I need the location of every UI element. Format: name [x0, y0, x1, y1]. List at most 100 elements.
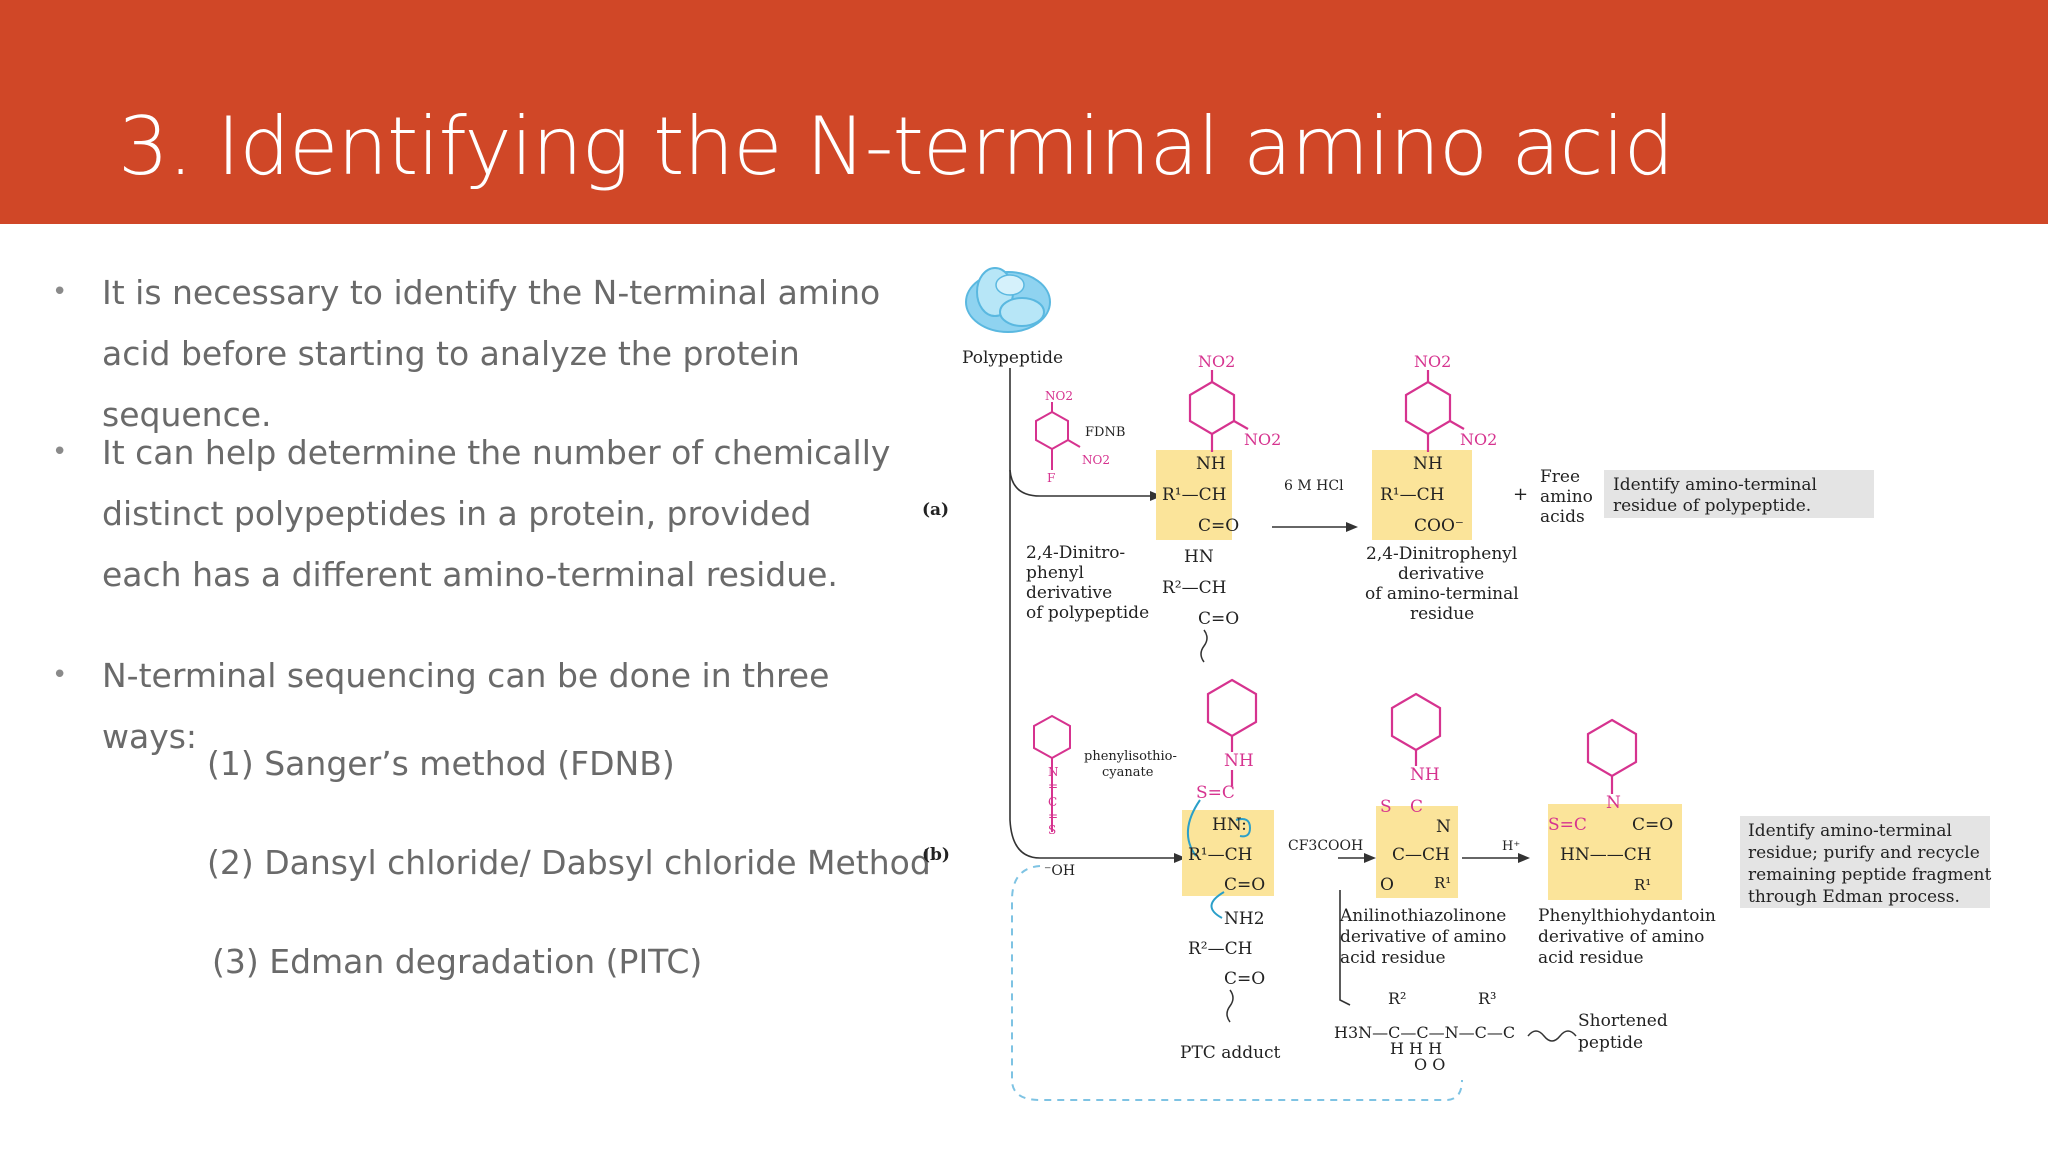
- oxygen-row: O O: [1414, 1055, 1445, 1074]
- phenyl-ring-icon: [1586, 718, 1638, 794]
- r2-ch-label: R²—CH: [1188, 939, 1252, 959]
- r1-label: R¹: [1434, 874, 1451, 892]
- arrow-heads: [1150, 491, 1530, 863]
- dinitrophenyl-ring-icon: [1188, 370, 1249, 452]
- caption-line: of polypeptide: [1026, 603, 1149, 623]
- caption-line: Anilinothiazolinone: [1339, 906, 1506, 926]
- nh-label: NH: [1224, 751, 1254, 771]
- method-item: (2) Dansyl chloride/ Dabsyl chloride Met…: [207, 843, 931, 882]
- page-title: 3. Identifying the N-terminal amino acid: [118, 100, 1674, 193]
- phenylthio-caption: Phenylthiohydantoin derivative of amino …: [1538, 906, 1716, 968]
- nh-label: NH: [1410, 765, 1440, 785]
- caption-line: of amino-terminal: [1365, 584, 1519, 604]
- highlight-box: [1548, 804, 1682, 900]
- free-amino-acids-label: Free amino acids: [1540, 467, 1593, 527]
- bullet-text: It is necessary to identify the N-termin…: [102, 273, 881, 434]
- caption-line: derivative: [1398, 564, 1484, 584]
- chain-atom: =: [1048, 809, 1058, 823]
- r1-ch-label: R¹—CH: [1162, 485, 1226, 505]
- pitc-label: phenylisothio- cyanate: [1084, 749, 1177, 780]
- carbonyl-label: C=O: [1224, 875, 1265, 895]
- title-banner: 3. Identifying the N-terminal amino acid: [0, 0, 2048, 224]
- highlight-box: [1182, 810, 1274, 896]
- hn-label: HN: [1184, 547, 1214, 567]
- polypeptide-label: Polypeptide: [962, 348, 1063, 368]
- r3-label: R³: [1478, 989, 1496, 1008]
- chain-atom: =: [1048, 779, 1058, 793]
- c-o-label: C=O: [1632, 815, 1673, 835]
- s-c-label: S=C: [1548, 815, 1587, 835]
- no2-label: NO2: [1045, 389, 1073, 403]
- nh2-label: NH2: [1224, 909, 1265, 929]
- chain-atom: N: [1048, 765, 1059, 779]
- caption-line: cyanate: [1102, 765, 1154, 780]
- nh-label: NH: [1196, 454, 1226, 474]
- shortened-peptide-label: Shortened peptide: [1578, 1011, 1668, 1053]
- caption-line: acids: [1540, 507, 1585, 527]
- carbonyl-label: C=O: [1224, 969, 1265, 989]
- ptc-adduct-label: PTC adduct: [1180, 1043, 1281, 1063]
- hydrogen-row: H H H: [1390, 1039, 1442, 1058]
- nitrogen-label: N: [1606, 793, 1621, 813]
- electron-arrow-icon: [1210, 891, 1225, 919]
- caption-line: peptide: [1578, 1033, 1643, 1053]
- plus-sign: +: [1513, 484, 1528, 505]
- bullet-dot: •: [52, 437, 68, 467]
- method-item: (3) Edman degradation (PITC): [212, 942, 703, 981]
- chain-squiggle-icon: [1226, 989, 1234, 1023]
- note-b-text: Identify amino-terminal residue; purify …: [1748, 821, 1992, 907]
- polypeptide-icon: [965, 267, 1051, 333]
- r1-ch-label: R¹—CH: [1380, 485, 1444, 505]
- r1-label: R¹: [1634, 876, 1651, 894]
- anilino-caption: Anilinothiazolinone derivative of amino …: [1339, 906, 1506, 968]
- method-item: (1) Sanger’s method (FDNB): [207, 744, 675, 783]
- caption-line: acid residue: [1538, 948, 1644, 968]
- no2-label: NO2: [1414, 352, 1451, 371]
- no2-label: NO2: [1082, 453, 1110, 467]
- cf3cooh-label: CF3COOH: [1288, 838, 1363, 854]
- sulfur-label: S: [1380, 797, 1392, 817]
- fdnb-label: FDNB: [1085, 425, 1125, 440]
- phenyl-ring-icon: [1033, 714, 1071, 832]
- oxygen-label: O: [1380, 875, 1394, 895]
- dnp-residue-caption: 2,4-Dinitrophenyl derivative of amino-te…: [1365, 544, 1519, 624]
- r2-label: R²: [1388, 989, 1406, 1008]
- electron-arrow-icon: [1186, 799, 1201, 857]
- highlight-box: [1156, 450, 1232, 540]
- caption-line: acid residue: [1340, 948, 1446, 968]
- r1-ch-label: R¹—CH: [1188, 845, 1252, 865]
- caption-line: through Edman process.: [1748, 887, 1960, 907]
- highlight-box: [1376, 806, 1458, 898]
- caption-line: derivative of amino: [1538, 927, 1704, 947]
- caption-line: derivative: [1026, 583, 1112, 603]
- carbonyl-label: C=O: [1198, 609, 1239, 629]
- hn-ch-label: HN——CH: [1560, 845, 1652, 865]
- caption-line: Phenylthiohydantoin: [1538, 906, 1716, 926]
- carboxylate-label: COO⁻: [1414, 516, 1464, 536]
- reaction-lines: [1009, 368, 1520, 1006]
- caption-line: amino: [1540, 487, 1593, 507]
- no2-label: NO2: [1198, 352, 1235, 371]
- hydroxide-label: ⁻OH: [1044, 863, 1075, 879]
- caption-line: Free: [1540, 467, 1580, 487]
- r2-ch-label: R²—CH: [1162, 578, 1226, 598]
- fluorine-label: F: [1047, 471, 1055, 485]
- caption-line: residue: [1410, 604, 1474, 624]
- highlight-box: [1372, 450, 1472, 540]
- caption-line: remaining peptide fragment: [1748, 865, 1992, 885]
- part-b-label: (b): [922, 845, 950, 865]
- pitc-chain: N = C = S: [1048, 765, 1059, 837]
- h-plus-label: H⁺: [1502, 839, 1520, 854]
- bullet-dot: •: [52, 277, 68, 307]
- chain-squiggle-icon: [1200, 629, 1208, 663]
- no2-label: NO2: [1244, 430, 1281, 449]
- caption-line: residue; purify and recycle: [1748, 843, 1980, 863]
- caption-line: 2,4-Dinitro-: [1026, 543, 1125, 563]
- dinitrophenyl-ring-icon: [1404, 370, 1465, 452]
- note-a-text: Identify amino-terminal residue of polyp…: [1613, 475, 1817, 516]
- s-eq-c-label: S=C: [1196, 783, 1235, 803]
- nh-label: NH: [1413, 454, 1443, 474]
- chain-squiggle-icon: [1527, 1030, 1577, 1042]
- electron-arrow-icon: [1235, 818, 1252, 838]
